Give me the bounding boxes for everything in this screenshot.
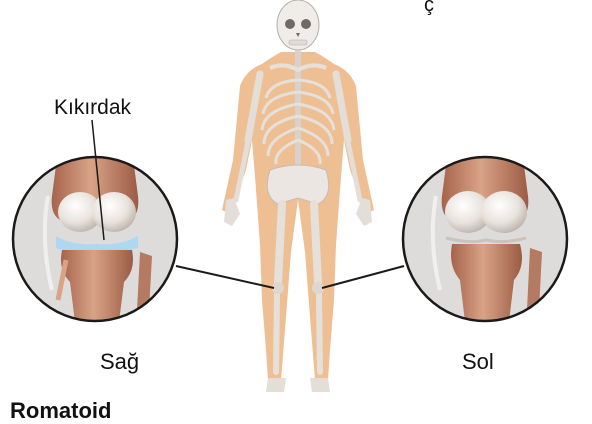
knee-joint-damaged	[403, 150, 567, 330]
connector-right	[176, 266, 274, 288]
bottom-heading-fragment: Romatoid	[10, 398, 111, 424]
left-knee-label: Sol	[462, 349, 494, 375]
cartilage-label: Kıkırdak	[54, 96, 131, 120]
skeleton-figure	[222, 0, 374, 392]
top-text-fragment: ç	[424, 0, 434, 17]
pelvis	[267, 165, 328, 204]
knee-joint-healthy	[13, 150, 177, 330]
right-knee-label: Sağ	[100, 349, 139, 375]
knee-joint-diagram	[0, 0, 592, 411]
